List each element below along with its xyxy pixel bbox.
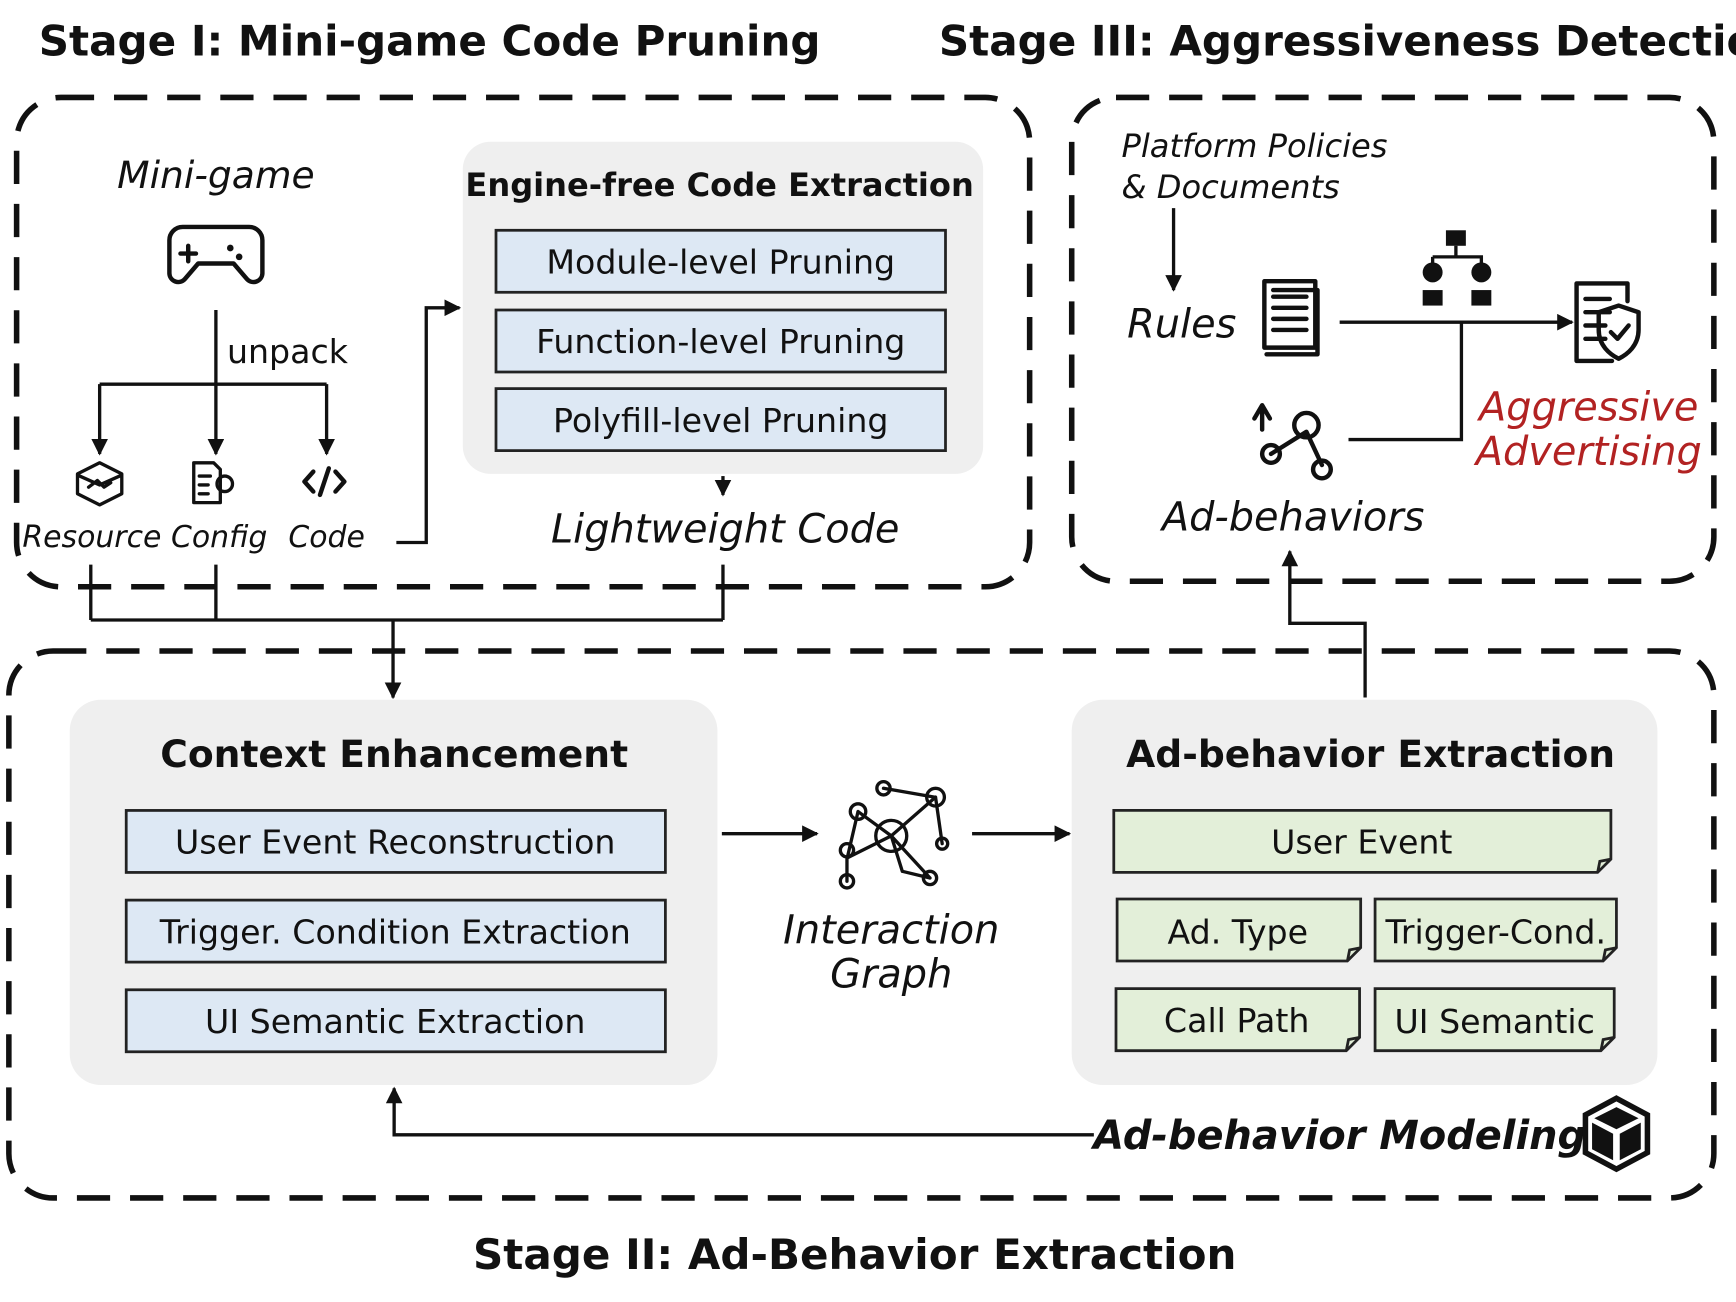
ui-semantic-extraction-label: UI Semantic Extraction (205, 1002, 585, 1041)
function-pruning-label: Function-level Pruning (536, 322, 905, 361)
code-icon (302, 466, 347, 498)
document-icon (1262, 279, 1320, 357)
module-pruning-label: Module-level Pruning (546, 242, 895, 281)
ad-type-label: Ad. Type (1167, 912, 1308, 951)
polyfill-pruning-label: Polyfill-level Pruning (553, 401, 888, 440)
ui-semantic-label: UI Semantic (1394, 1002, 1594, 1041)
minigame-label: Mini-game (117, 153, 315, 197)
ad-type-note (1115, 897, 1363, 963)
stage2-region (6, 648, 1717, 1201)
user-event-note (1112, 809, 1613, 874)
aggressive-label: Aggressive (1476, 385, 1698, 431)
graph-label: Graph (830, 952, 952, 998)
stage1-title: Stage I: Mini-game Code Pruning (39, 16, 821, 65)
user-event-reconstruction-box (124, 809, 667, 874)
engine-free-title: Engine-free Code Extraction (465, 166, 973, 204)
config-icon (192, 461, 235, 505)
user-event-reconstruction-label: User Event Reconstruction (175, 823, 615, 862)
interaction-graph-icon (838, 779, 950, 890)
function-pruning-box (494, 308, 947, 374)
context-enhancement-title: Context Enhancement (160, 732, 628, 776)
ad-behavior-extraction-title: Ad-behavior Extraction (1126, 732, 1615, 776)
advertising-label: Advertising (1473, 429, 1702, 475)
resource-icon (75, 461, 124, 507)
unpack-label: unpack (227, 332, 349, 371)
rules-label: Rules (1127, 302, 1236, 348)
stage3-title: Stage III: Aggressiveness Detection (939, 16, 1736, 65)
code-label: Code (288, 520, 364, 555)
gamepad-icon (167, 224, 265, 285)
module-pruning-box (494, 228, 947, 294)
trigger-cond-label: Trigger-Cond. (1384, 912, 1606, 951)
polyfill-pruning-box (494, 387, 947, 452)
user-event-label: User Event (1271, 823, 1452, 862)
ui-semantic-note (1373, 987, 1616, 1053)
cube-icon (1582, 1095, 1651, 1173)
trigger-condition-label: Trigger. Condition Extraction (159, 912, 631, 951)
trigger-condition-box (124, 898, 667, 964)
call-path-label: Call Path (1164, 1001, 1309, 1040)
ad-behaviors-label: Ad-behaviors (1159, 494, 1425, 540)
modeling-label: Ad-behavior Modeling (1090, 1113, 1586, 1159)
ad-behaviors-icon (1252, 403, 1334, 481)
policies-label: Platform Policies (1122, 127, 1388, 165)
trigger-cond-note (1373, 897, 1618, 963)
config-label: Config (171, 520, 267, 555)
call-path-note (1114, 987, 1361, 1053)
stage3-region (1068, 94, 1717, 585)
shield-document-icon (1574, 281, 1641, 364)
documents-label: & Documents (1122, 168, 1340, 206)
resource-label: Resource (22, 520, 161, 555)
stage2-title: Stage II: Ad-Behavior Extraction (473, 1230, 1236, 1279)
ui-semantic-extraction-box (124, 988, 667, 1054)
interaction-label: Interaction (783, 907, 999, 953)
stage1-region (13, 94, 1033, 590)
lightweight-code-label: Lightweight Code (551, 507, 899, 553)
decision-tree-icon (1422, 230, 1492, 306)
